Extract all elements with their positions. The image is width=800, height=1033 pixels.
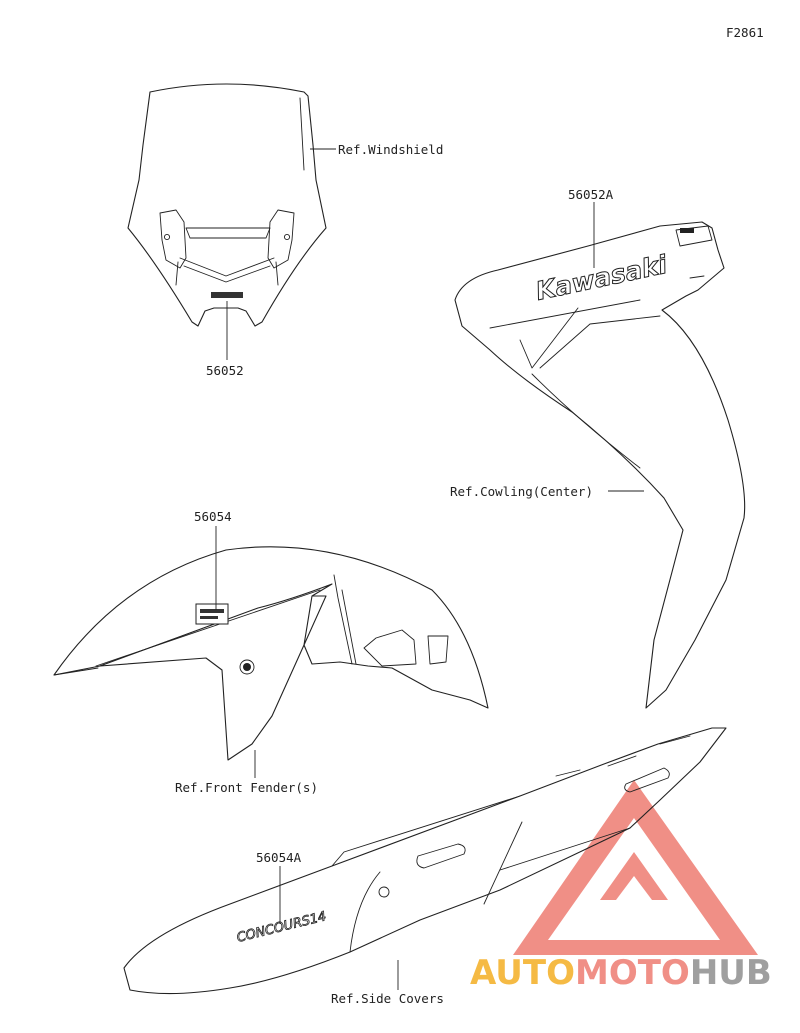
windshield-decal [211, 292, 243, 298]
figure-code: F2861 [726, 25, 764, 40]
windshield-drawing [127, 83, 327, 327]
automotohub-watermark: AUTOMOTOHUB [470, 780, 772, 993]
side-cover-part-number: 56054A [256, 850, 302, 865]
fender-part-number: 56054 [194, 509, 232, 524]
fender-ref-label: Ref.Front Fender(s) [175, 780, 318, 795]
fender-decal [195, 603, 229, 625]
front-fender-drawing [53, 546, 489, 761]
side-cover-ref-label: Ref.Side Covers [331, 991, 444, 1006]
cowling-ref-label: Ref.Cowling(Center) [450, 484, 593, 499]
cowling-part-number: 56052A [568, 187, 614, 202]
windshield-ref-label: Ref.Windshield [338, 142, 443, 157]
cowling-drawing: Kawasaki [454, 221, 746, 709]
side-cover-drawing: CONCOURS14 [123, 727, 727, 995]
watermark-logo: AUTOMOTOHUB [470, 953, 772, 993]
windshield-part-number: 56052 [206, 363, 244, 378]
